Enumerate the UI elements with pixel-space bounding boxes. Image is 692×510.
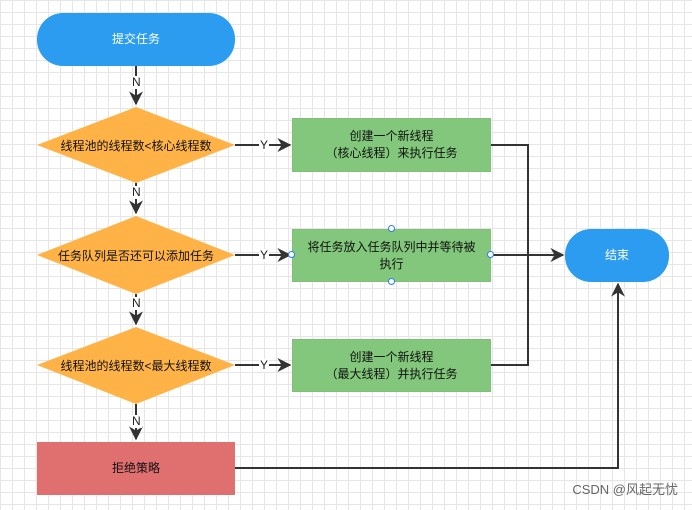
process-create-max-thread[interactable]: 创建一个新线程 （最大线程）并执行任务 <box>292 339 491 392</box>
end-node-label: 结束 <box>604 248 629 262</box>
decision-queue-label: 任务队列是否还可以添加任务 <box>57 248 214 263</box>
process-create-max-line1: 创建一个新线程 <box>349 349 434 364</box>
edge-label-y2: Y <box>259 248 270 262</box>
process-enqueue-line1: 将任务放入任务队列中并等待被 <box>307 239 476 254</box>
watermark: CSDN @风起无忧 <box>572 482 678 497</box>
process-enqueue-task[interactable]: 将任务放入任务队列中并等待被 执行 <box>292 229 491 282</box>
edge-label-y1: Y <box>259 138 270 152</box>
decision-core-threads-shape[interactable] <box>37 107 235 183</box>
process-create-core-line1: 创建一个新线程 <box>349 129 434 143</box>
edge-label-y3: Y <box>259 358 270 372</box>
selection-handle-right[interactable] <box>487 251 494 258</box>
edge-create-max-to-end <box>491 255 529 366</box>
decision-max-threads-label: 线程池的线程数<最大线程数 <box>60 358 212 373</box>
edge-label-n1: N <box>131 75 142 89</box>
edge-label-n4: N <box>131 414 142 428</box>
process-create-max-line2: （最大线程）并执行任务 <box>325 366 458 381</box>
edge-label-n2: N <box>131 185 142 199</box>
process-enqueue-line2: 执行 <box>379 256 404 271</box>
decision-queue-shape[interactable] <box>37 216 235 294</box>
edge-create-core-to-end <box>491 144 565 262</box>
decision-core-threads-label: 线程池的线程数<核心线程数 <box>60 138 212 153</box>
edge-label-n3: N <box>131 296 142 310</box>
process-reject-label: 拒绝策略 <box>111 461 160 475</box>
process-create-core-line2: （核心线程）来执行任务 <box>325 146 458 160</box>
process-reject-policy[interactable]: 拒绝策略 <box>37 442 235 495</box>
start-node[interactable]: 提交任务 <box>37 13 235 66</box>
selection-handle-left[interactable] <box>288 251 295 258</box>
selection-handle-bottom[interactable] <box>388 278 395 285</box>
decision-max-threads-shape[interactable] <box>37 327 235 404</box>
start-node-label: 提交任务 <box>111 32 160 46</box>
process-create-core-thread[interactable]: 创建一个新线程 （核心线程）来执行任务 <box>292 118 491 172</box>
selection-handle-top[interactable] <box>388 225 395 232</box>
edge-reject-to-end <box>235 282 625 469</box>
end-node[interactable]: 结束 <box>565 229 669 282</box>
